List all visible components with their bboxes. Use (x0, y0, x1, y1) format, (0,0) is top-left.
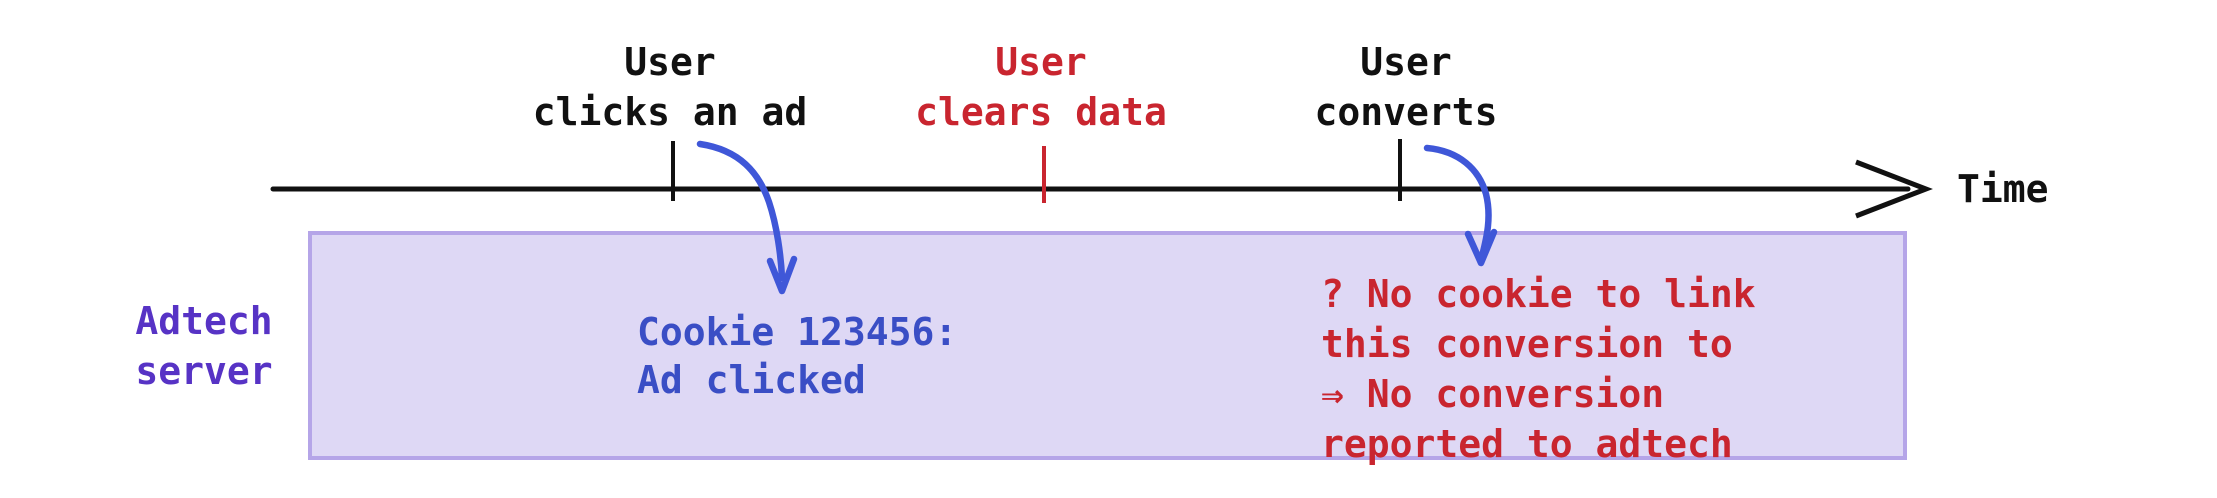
cookie-note: Cookie 123456: Ad clicked (637, 308, 957, 404)
adtech-server-box (308, 231, 1907, 460)
cookie-note-line: Cookie 123456: (637, 310, 958, 354)
event-label-clear-data: User clears data (915, 37, 1167, 137)
event-label-line: User (1360, 40, 1452, 84)
no-cookie-note-line: reported to adtech (1321, 422, 1733, 466)
no-cookie-note: ? No cookie to link this conversion to ⇒… (1321, 269, 1756, 469)
event-label-ad-click: User clicks an ad (533, 37, 808, 137)
event-label-line: clears data (915, 90, 1167, 134)
time-axis-arrowhead-icon (1855, 159, 1933, 219)
event-label-line: clicks an ad (532, 90, 808, 134)
curved-arrow-ad-click-arrowhead-icon (766, 255, 798, 295)
curved-arrow-ad-click (696, 140, 786, 282)
no-cookie-note-line: this conversion to (1321, 322, 1733, 366)
event-label-line: User (624, 40, 716, 84)
adtech-server-label-line: Adtech (135, 299, 273, 343)
event-label-line: User (995, 40, 1087, 84)
adtech-server-label-line: server (135, 349, 273, 393)
time-axis-label: Time (1957, 167, 2049, 211)
curved-arrow-conversion (1423, 144, 1492, 260)
adtech-server-label: Adtech server (135, 296, 272, 396)
curved-arrow-conversion-arrowhead-icon (1464, 228, 1498, 267)
no-cookie-note-line: ⇒ No conversion (1321, 372, 1665, 416)
event-label-line: converts (1314, 90, 1498, 134)
cookie-note-line: Ad clicked (637, 358, 866, 402)
event-label-convert: User converts (1314, 37, 1497, 137)
no-cookie-note-line: ? No cookie to link (1321, 272, 1756, 316)
